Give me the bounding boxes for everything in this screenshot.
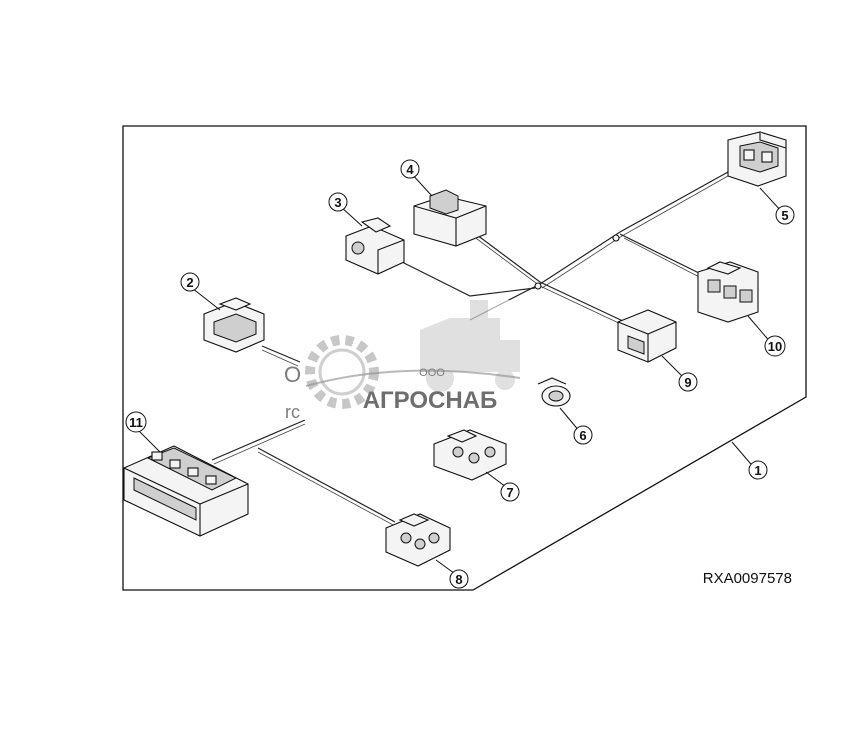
- watermark-company-prefix: ООО: [419, 367, 445, 379]
- harness-wires: [211, 171, 729, 527]
- callout-3-circle: [328, 192, 348, 212]
- callout-1: 1: [754, 463, 761, 478]
- connector-11: [123, 445, 249, 537]
- callout-4-circle: [400, 159, 420, 179]
- gear-icon: [305, 335, 379, 409]
- callout-2: 2: [186, 275, 193, 290]
- callout-10-circle: [764, 335, 786, 357]
- callout-11: 11: [129, 415, 143, 430]
- figure-reference-code: RXA0097578: [703, 570, 792, 587]
- connector-2: [203, 297, 265, 353]
- callout-11-circle: [125, 411, 147, 433]
- callout-4: 4: [406, 162, 414, 177]
- callout-7: 7: [506, 485, 513, 500]
- watermark-backdrop: [300, 300, 530, 420]
- callout-6: 6: [579, 428, 586, 443]
- harness-clips: [534, 234, 620, 290]
- diagram-frame: [122, 125, 807, 591]
- watermark-partial-text-2: rc: [285, 402, 300, 422]
- callout-10: 10: [768, 339, 782, 354]
- watermark: ООО АГРОСНАБ О rc: [284, 300, 530, 422]
- callout-9: 9: [684, 375, 691, 390]
- callout-5-circle: [775, 205, 795, 225]
- callout-7-circle: [500, 482, 520, 502]
- callout-2-circle: [180, 272, 200, 292]
- callout-8: 8: [455, 572, 462, 587]
- connector-9: [617, 309, 677, 363]
- connector-6: [537, 377, 571, 407]
- watermark-partial-text-1: О: [284, 362, 301, 387]
- callout-5: 5: [781, 208, 788, 223]
- callout-6-circle: [573, 425, 593, 445]
- callout-1-circle: [748, 460, 768, 480]
- callout-9-circle: [678, 372, 698, 392]
- connector-5: [727, 131, 787, 187]
- connector-3: [345, 217, 405, 275]
- connector-7: [433, 429, 507, 481]
- callout-3: 3: [334, 195, 341, 210]
- connector-8: [385, 513, 451, 567]
- watermark-company-name: АГРОСНАБ: [363, 387, 498, 414]
- callout-numbers: 1 2 3 4 5 6 7 8 9 10 11: [125, 159, 795, 589]
- component-4: [413, 189, 487, 247]
- callout-8-circle: [449, 569, 469, 589]
- connector-10: [697, 261, 759, 323]
